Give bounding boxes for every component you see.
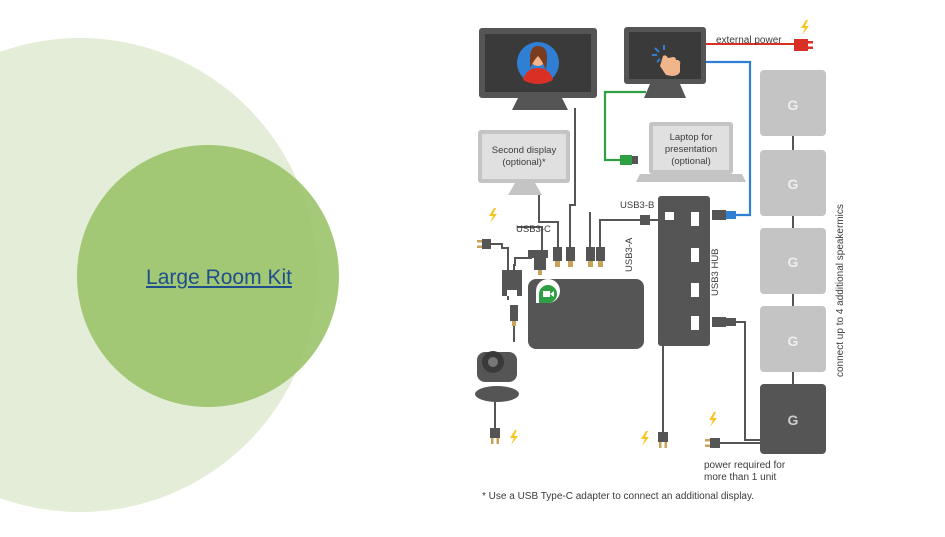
lightning-icon [801,20,809,35]
hdmi-plug [620,155,632,165]
camera-power-plug [490,428,500,444]
lightning-icon [709,412,717,427]
hub-port [691,212,699,226]
hub-speakermic-cable [722,321,760,441]
diagram-svg: Second display (optional)* Laptop for pr… [475,20,846,502]
speakermics-label: connect up to 4 additional speakermics [835,204,846,377]
external-power-plug [794,39,813,51]
hub-usb-plugs [640,210,736,327]
second-display-label-1: Second display [492,145,557,156]
laptop-label-1: Laptop for [670,132,713,143]
speakermic-g-icon: G [788,176,799,192]
usb3a-plugs [586,247,605,267]
power-required-label-2: more than 1 unit [704,472,776,483]
usb3-hub [658,196,710,346]
avatar-icon [517,42,559,84]
speakermic-optional-4: G [760,306,826,372]
speakermic-g-icon: G [788,333,799,349]
lightning-icon [489,208,497,223]
speakermic-g-icon: G [788,412,799,428]
compute-power-plug [477,239,491,249]
speakermic-g-icon: G [788,97,799,113]
hdmi-laptop-cable [603,90,646,162]
touch-hand-icon [652,45,681,76]
hub-port [691,248,699,262]
power-required-label-1: power required for [704,460,786,471]
usb3c-label: USB3-C [516,224,551,235]
decorative-circles [0,38,339,512]
speakermic-optional-2: G [760,150,826,216]
second-display-label-2: (optional)* [502,157,546,168]
touch-usb-cable [702,60,752,217]
usb3c-plug [528,250,548,275]
usb3a-label: USB3-A [624,237,635,272]
laptop-label-2: presentation [665,144,717,155]
hdmi-plug-tip [632,156,638,164]
usb3c-cable [517,226,543,255]
speakermic-optional-1: G [760,70,826,136]
speakermic-main: G [760,384,826,454]
usb3-hub-label: USB3 HUB [710,248,721,296]
usb3b-label: USB3-B [620,200,654,211]
lightning-icon [641,431,649,446]
camera-usb-adapter [502,270,522,326]
title-area: Large Room Kit [0,0,460,532]
hub-port [691,316,699,330]
second-display-cable [538,193,559,255]
meet-logo-icon [536,279,560,303]
small-green-circle [77,145,339,407]
lightning-icon [510,430,518,445]
laptop-label-3: (optional) [671,156,711,167]
speakermic-power-plug [705,438,720,448]
display-cable [569,108,576,255]
camera-icon [475,351,519,402]
second-display [478,130,570,195]
external-power-label: external power [716,35,782,46]
compute-power-cable [490,243,509,300]
room-kit-diagram: Second display (optional)* Laptop for pr… [460,0,945,532]
footnote: * Use a USB Type-C adapter to connect an… [482,491,754,502]
hub-port [691,283,699,297]
hub-port [665,212,674,220]
hdmi-plugs [553,247,575,267]
laptop [636,122,746,182]
slide-title: Large Room Kit [146,266,292,289]
hub-power-plug [658,432,668,448]
speakermic-optional-3: G [760,228,826,294]
usb3a-hub-cable [599,219,658,255]
speakermic-g-icon: G [788,254,799,270]
